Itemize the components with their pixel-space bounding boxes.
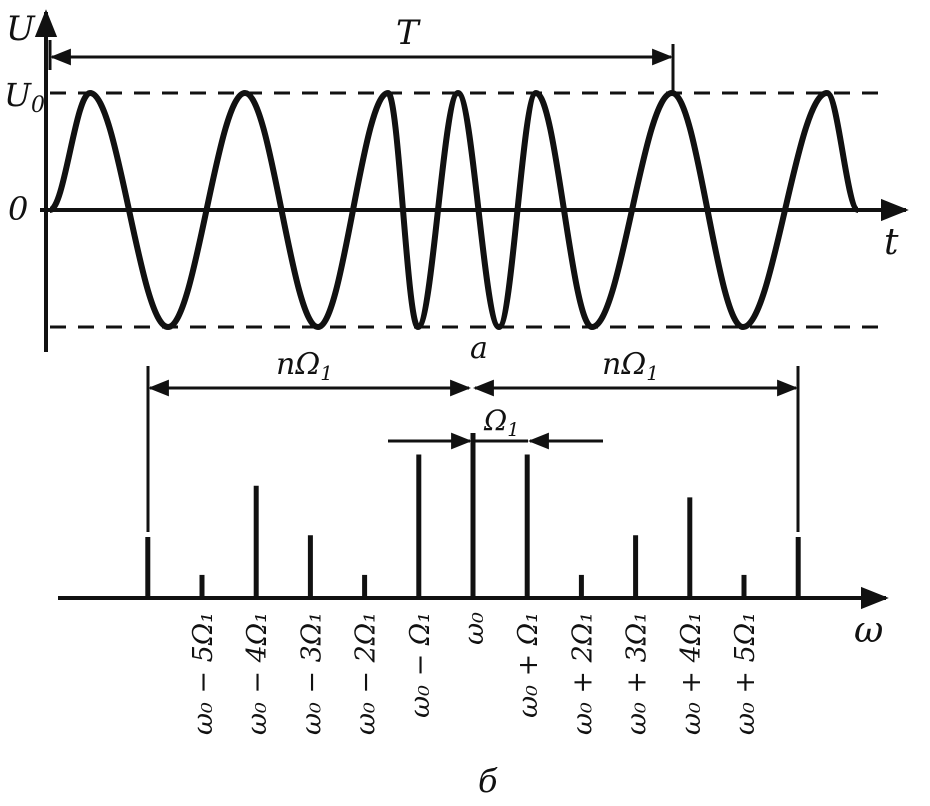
frequency-tick-label: ω₀ <box>459 612 490 645</box>
panel-b-label: б <box>478 762 498 800</box>
frequency-tick-label: ω₀ − Ω₁ <box>405 612 436 718</box>
omega-axis-label: ω <box>854 610 883 651</box>
frequency-tick-label: ω₀ + 5Ω₁ <box>730 612 761 735</box>
frequency-tick-label: ω₀ − 5Ω₁ <box>188 612 219 735</box>
fm-waveform <box>48 90 861 330</box>
panel-a-label: a <box>470 331 488 366</box>
amplitude-label: U0 <box>4 76 45 118</box>
frequency-tick-label: ω₀ − 2Ω₁ <box>351 612 382 735</box>
t-axis-label: t <box>884 222 899 263</box>
frequency-tick-label: ω₀ + 4Ω₁ <box>676 612 707 735</box>
span-left-label: nΩ1 <box>276 347 333 385</box>
frequency-tick-label: ω₀ + 2Ω₁ <box>567 612 598 735</box>
spectral-lines <box>145 433 801 598</box>
step-label: Ω1 <box>483 404 519 441</box>
waveform-panel: U U0 0 T t a <box>4 9 909 366</box>
frequency-tick-label: ω₀ + Ω₁ <box>513 612 544 718</box>
span-right-label: nΩ1 <box>602 347 659 385</box>
u-axis-label: U <box>6 9 36 49</box>
frequency-tick-label: ω₀ − 3Ω₁ <box>296 612 327 735</box>
frequency-tick-label: ω₀ + 3Ω₁ <box>622 612 653 735</box>
period-label: T <box>396 13 421 53</box>
zero-label: 0 <box>8 190 28 228</box>
frequency-tick-labels: ω₀ − 5Ω₁ ω₀ − 4Ω₁ ω₀ − 3Ω₁ ω₀ − 2Ω₁ ω₀ − Ω₁ ω… <box>188 612 761 735</box>
frequency-tick-label: ω₀ − 4Ω₁ <box>242 612 273 735</box>
